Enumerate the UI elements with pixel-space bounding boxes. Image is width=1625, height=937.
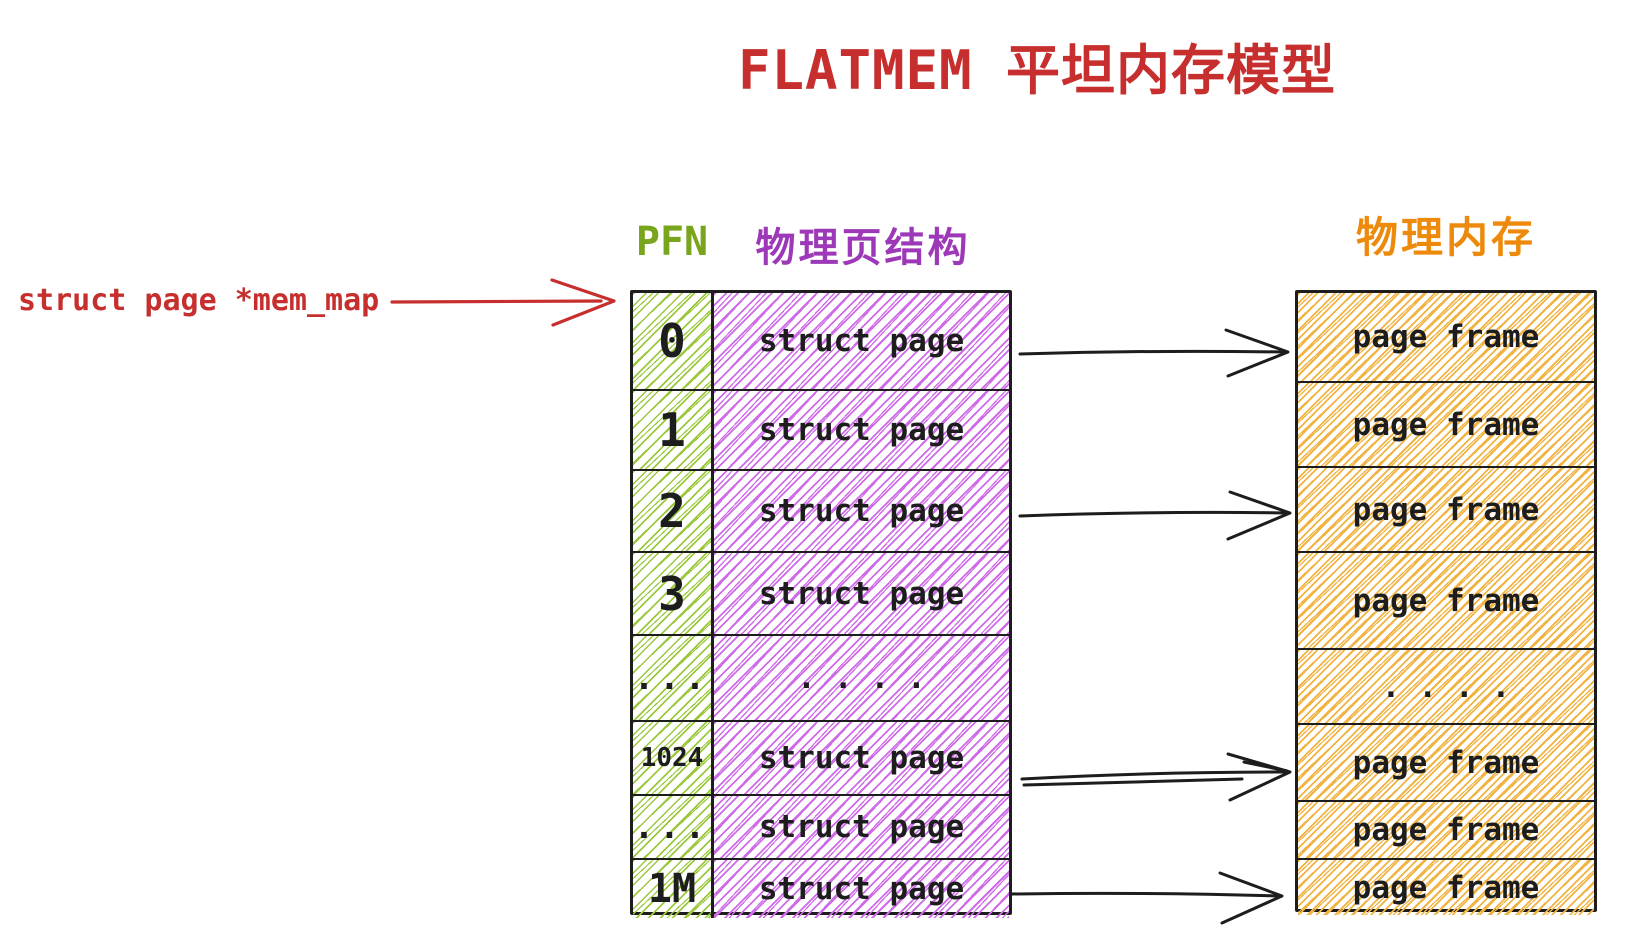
struct-page-cell: struct page: [714, 471, 1009, 551]
arrow-head: [1226, 752, 1292, 802]
struct-page-cell: struct page: [714, 722, 1009, 794]
struct-page-cell: struct page: [714, 293, 1009, 389]
pfn-cell: 3: [633, 553, 714, 634]
table-row: .......: [633, 636, 1009, 722]
arrow-head: [1226, 490, 1292, 541]
mapping-arrow: [1018, 328, 1290, 378]
page-frame-row: page frame: [1298, 725, 1594, 802]
pfn-cell: 1M: [633, 860, 714, 918]
mapping-arrow: [1010, 871, 1284, 925]
struct-page-cell: ....: [714, 636, 1009, 720]
page-frame-row: ....: [1298, 650, 1594, 725]
struct-page-cell: struct page: [714, 391, 1009, 469]
struct-page-cell: struct page: [714, 796, 1009, 858]
table-row: ...struct page: [633, 796, 1009, 860]
page-struct-column-header: 物理页结构: [755, 225, 971, 271]
mapping-arrow: [1020, 752, 1292, 802]
diagram-title: FLATMEM 平坦内存模型: [737, 39, 1337, 102]
pfn-cell: 1024: [633, 722, 714, 794]
page-frame-row: page frame: [1298, 553, 1594, 650]
pfn-cell: 2: [633, 471, 714, 551]
arrow-shaft: [1020, 770, 1288, 781]
arrow-head: [1218, 871, 1284, 925]
pfn-column-header: PFN: [635, 219, 709, 265]
arrow-shaft: [1010, 891, 1280, 898]
page-frame-row: page frame: [1298, 293, 1594, 383]
arrow-shaft: [1018, 510, 1289, 518]
page-frame-row: page frame: [1298, 383, 1594, 468]
pfn-cell: ...: [633, 636, 714, 720]
phys-mem-column-header: 物理内存: [1355, 213, 1536, 262]
arrow-head: [1242, 760, 1289, 773]
arrow-head: [1224, 328, 1290, 378]
pfn-cell: 1: [633, 391, 714, 469]
struct-page-cell: struct page: [714, 553, 1009, 634]
arrow-shaft: [390, 299, 603, 304]
pfn-cell: 0: [633, 293, 714, 389]
pfn-cell: ...: [633, 796, 714, 858]
page-frame-row: page frame: [1298, 860, 1594, 915]
mem-map-arrow: [390, 278, 616, 327]
mapping-arrow: [1018, 490, 1292, 541]
mem-map-pointer-label: struct page *mem_map: [18, 283, 380, 318]
arrow-shaft: [1018, 349, 1286, 356]
arrow-head: [1022, 777, 1244, 787]
struct-page-cell: struct page: [714, 860, 1009, 918]
page-frame-row: page frame: [1298, 802, 1594, 860]
page-frame-row: page frame: [1298, 468, 1594, 553]
arrow-head: [550, 278, 616, 327]
